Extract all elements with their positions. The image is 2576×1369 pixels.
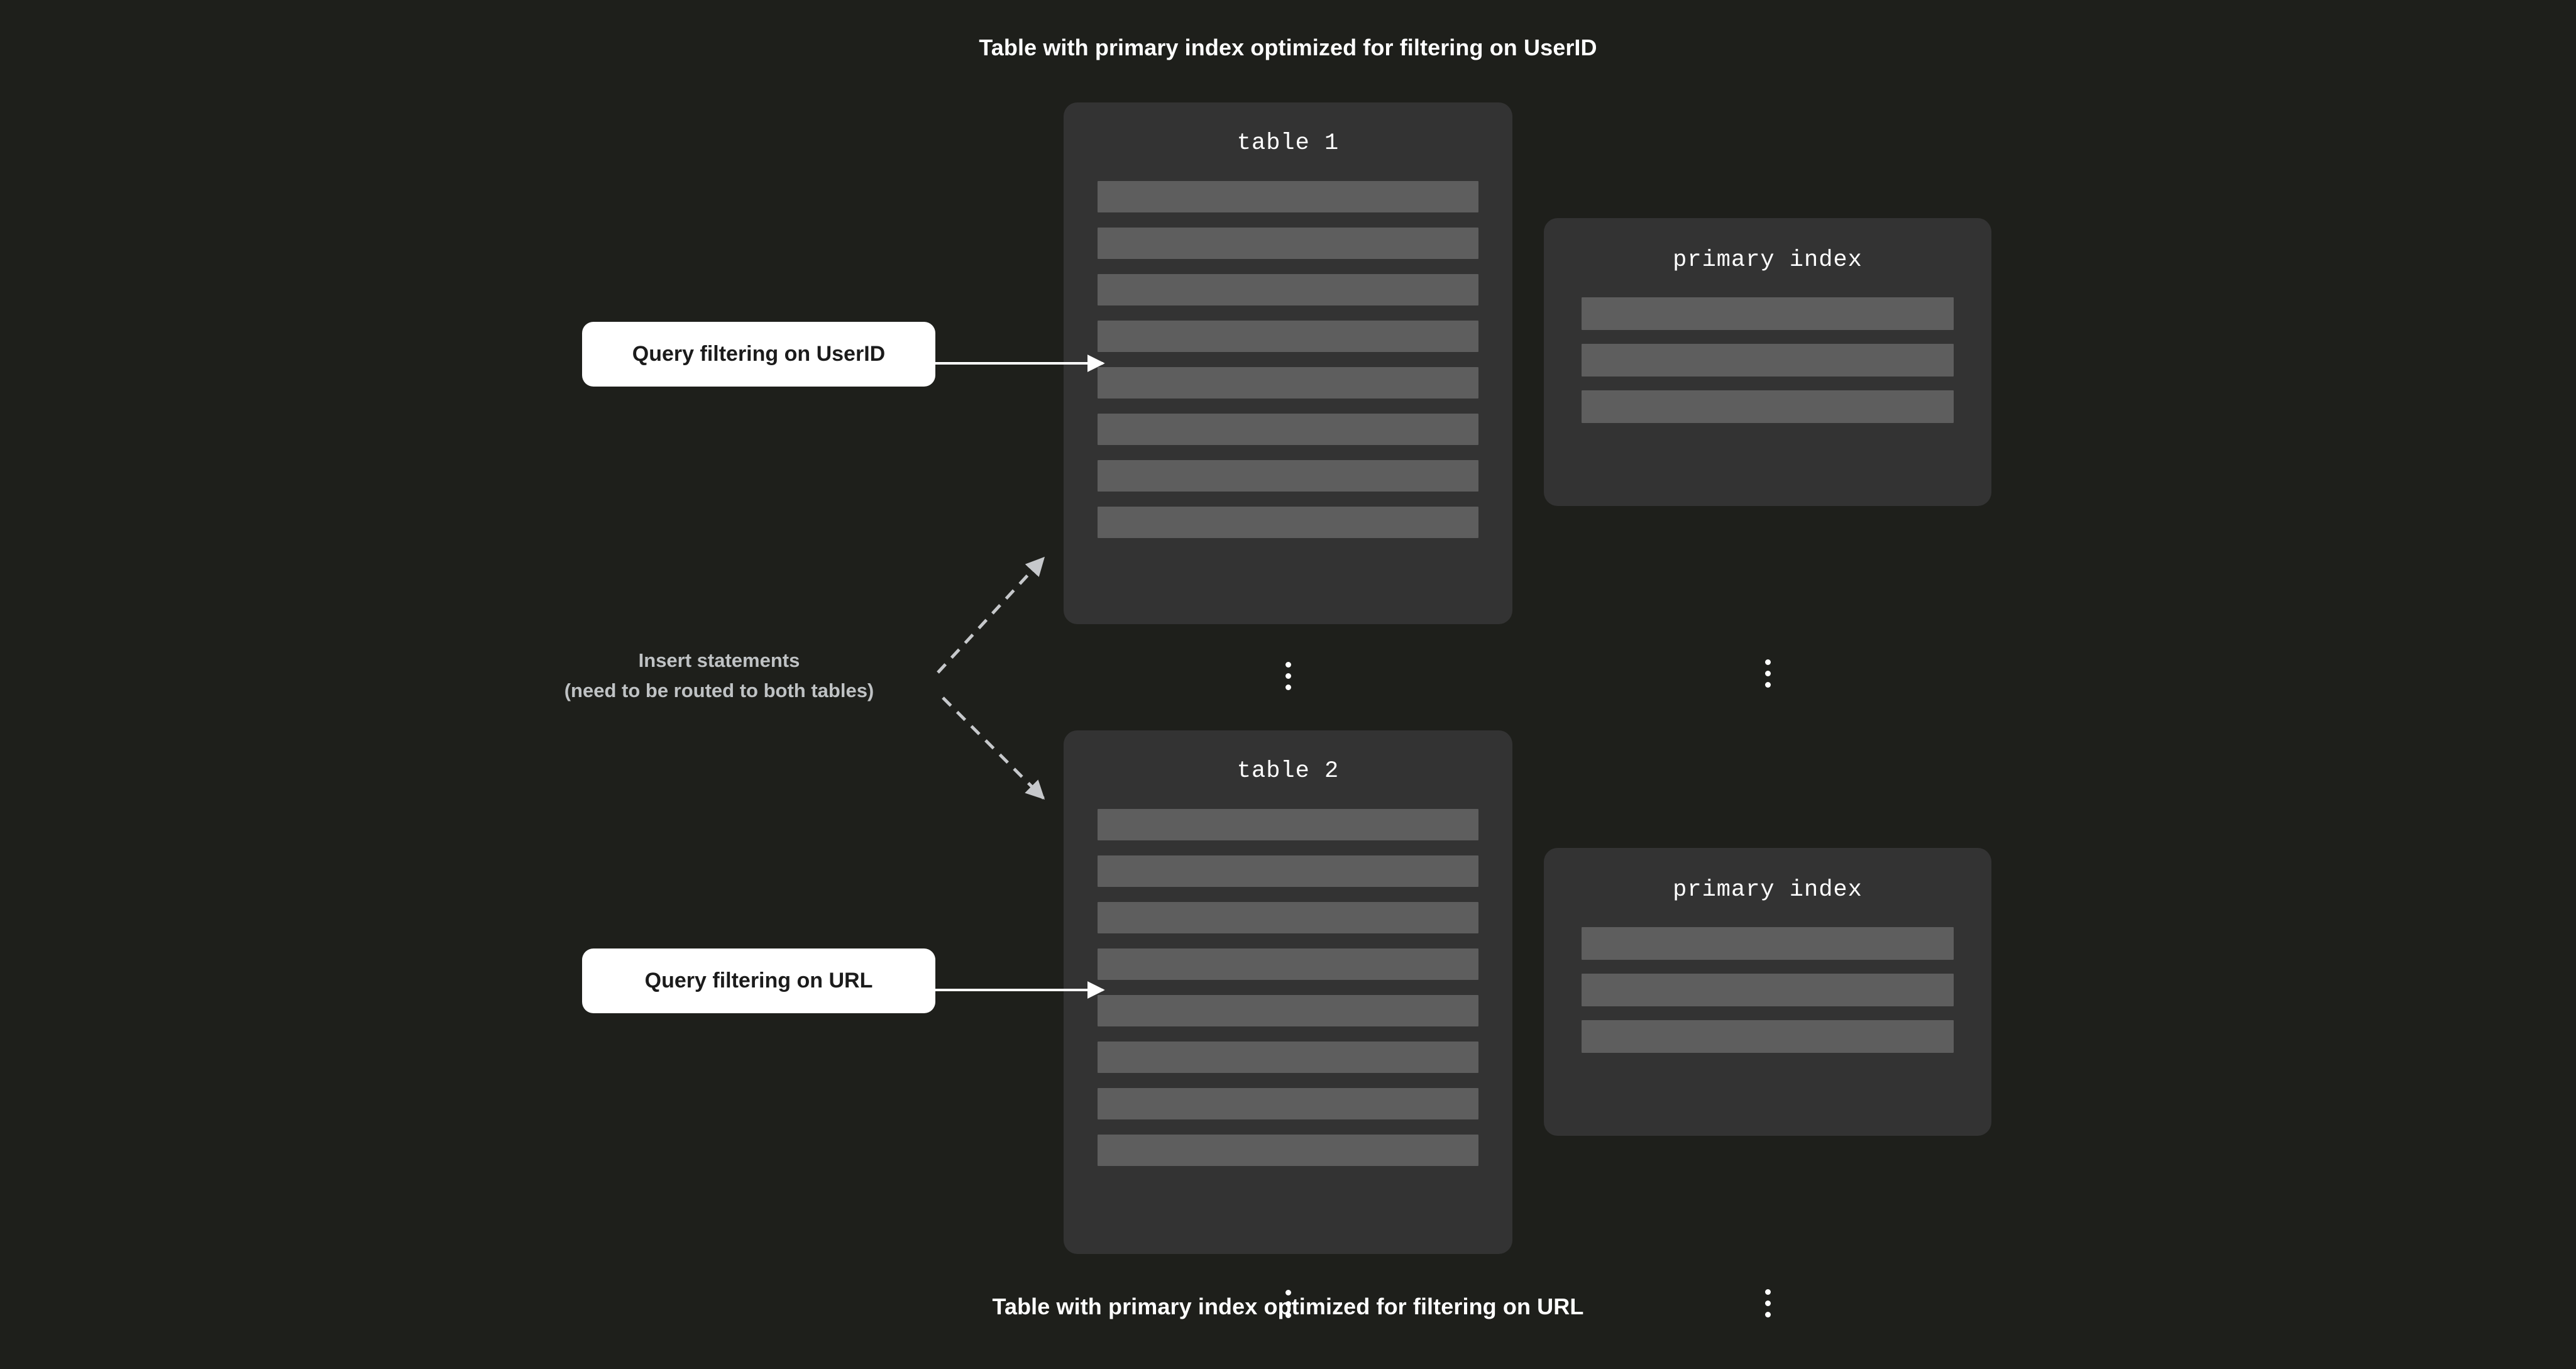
primary-index-1-container: primary index — [1544, 218, 1991, 688]
dot — [1764, 1300, 1771, 1306]
table-row — [1098, 948, 1478, 980]
table-row — [1098, 181, 1478, 212]
primary-index-2-container: primary index — [1544, 848, 1991, 1317]
table-row — [1098, 1088, 1478, 1119]
table-2-rows — [1064, 809, 1512, 1181]
table-row — [1098, 414, 1478, 445]
dot — [1764, 671, 1771, 676]
index-row — [1582, 297, 1954, 330]
dot — [1285, 673, 1291, 679]
bottom-caption: Table with primary index optimized for f… — [992, 1294, 1584, 1319]
arrow-inserts-to-table-1 — [937, 556, 1045, 674]
table-row — [1098, 460, 1478, 492]
table-row — [1098, 995, 1478, 1026]
index-row — [1582, 1020, 1954, 1053]
dot — [1764, 659, 1771, 665]
table-row — [1098, 507, 1478, 538]
table-row — [1098, 902, 1478, 933]
insert-statements-note-line2: (need to be routed to both tables) — [564, 679, 874, 701]
table-1-container: table 1 — [1064, 102, 1512, 690]
index-row — [1582, 974, 1954, 1006]
table-row — [1098, 1135, 1478, 1166]
primary-index-1-title: primary index — [1673, 247, 1863, 273]
table-1-title: table 1 — [1236, 130, 1340, 157]
index-row — [1582, 390, 1954, 423]
query-filtering-on-url-label: Query filtering on URL — [644, 969, 873, 992]
primary-index-1-rows — [1544, 297, 1991, 437]
table-row — [1098, 1042, 1478, 1073]
primary-index-2-ellipsis-icon — [1544, 1289, 1991, 1317]
table-1-ellipsis-icon — [1064, 662, 1512, 690]
table-row — [1098, 274, 1478, 305]
table-1-rows — [1064, 181, 1512, 553]
table-row — [1098, 228, 1478, 259]
table-2-ellipsis-icon — [1064, 1290, 1512, 1318]
primary-index-2-title: primary index — [1673, 877, 1863, 903]
dot — [1285, 1290, 1291, 1295]
dot — [1764, 1289, 1771, 1295]
table-2-container: table 2 — [1064, 730, 1512, 1318]
primary-index-2-rows — [1544, 927, 1991, 1067]
index-row — [1582, 344, 1954, 377]
dot — [1285, 1301, 1291, 1307]
dot — [1285, 662, 1291, 668]
dot — [1285, 1312, 1291, 1318]
query-filtering-on-userid-label: Query filtering on UserID — [632, 342, 886, 366]
insert-statements-note-line1: Insert statements — [638, 649, 800, 671]
table-row — [1098, 809, 1478, 840]
query-filtering-on-url-box[interactable]: Query filtering on URL — [582, 948, 935, 1013]
table-row — [1098, 321, 1478, 352]
index-row — [1582, 927, 1954, 960]
table-row — [1098, 855, 1478, 887]
dot — [1285, 684, 1291, 690]
query-filtering-on-userid-box[interactable]: Query filtering on UserID — [582, 322, 935, 387]
dot — [1764, 682, 1771, 688]
primary-index-1-ellipsis-icon — [1544, 659, 1991, 688]
top-caption: Table with primary index optimized for f… — [979, 35, 1597, 60]
insert-statements-note: Insert statements (need to be routed to … — [523, 646, 915, 706]
arrow-inserts-to-table-2 — [942, 696, 1045, 800]
table-2-title: table 2 — [1236, 758, 1340, 784]
table-row — [1098, 367, 1478, 399]
dot — [1764, 1312, 1771, 1317]
